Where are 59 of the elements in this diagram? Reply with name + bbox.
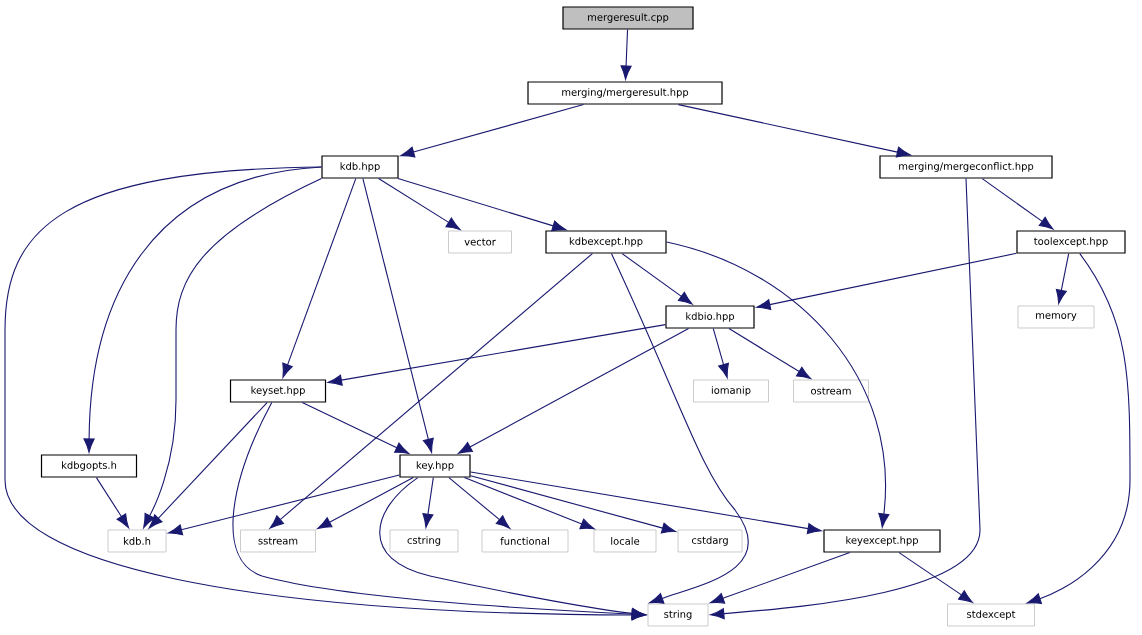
- file-box: memory: [1017, 305, 1095, 329]
- arrow: [621, 253, 693, 305]
- arrow: [269, 253, 593, 529]
- file-box: kdbio.hpp: [665, 305, 755, 329]
- file-box: iomanip: [693, 379, 769, 403]
- arrow: [728, 328, 811, 379]
- arrow: [470, 471, 822, 535]
- file-box: ostream: [793, 379, 869, 403]
- arrow: [677, 104, 911, 158]
- file-box: string: [647, 603, 709, 627]
- file-box: sstream: [240, 529, 316, 553]
- arrow: [463, 477, 595, 530]
- file-box: key.hpp: [399, 454, 471, 478]
- arrow: [666, 241, 890, 528]
- arrow: [379, 477, 646, 619]
- arrow: [362, 178, 434, 453]
- file-box: kdbexcept.hpp: [545, 230, 667, 254]
- file-box: locale: [593, 529, 657, 553]
- file-box: toolexcept.hpp: [1016, 230, 1126, 254]
- file-box: kdb.hpp: [321, 155, 399, 179]
- arrow: [981, 178, 1054, 230]
- file-box: kdbgopts.h: [40, 454, 138, 478]
- arrow: [301, 402, 410, 454]
- file-box: cstdarg: [677, 529, 743, 553]
- arrow: [148, 402, 268, 529]
- arrow: [397, 178, 567, 232]
- arrow: [470, 475, 676, 534]
- arrow: [282, 178, 357, 378]
- arrow: [168, 474, 400, 536]
- arrow: [95, 477, 130, 529]
- arrow: [422, 477, 434, 528]
- file-box: kdb.h: [107, 529, 167, 553]
- file-box: merging/mergeconflict.hpp: [879, 155, 1053, 179]
- arrow: [610, 253, 749, 604]
- arrow: [400, 104, 585, 158]
- arrow: [4, 166, 646, 621]
- arrow: [710, 178, 981, 620]
- file-box: keyexcept.hpp: [823, 529, 941, 553]
- arrow: [327, 324, 666, 386]
- arrow: [378, 178, 461, 230]
- file-box: keyset.hpp: [229, 379, 327, 403]
- arrow: [710, 552, 851, 604]
- arrow: [756, 252, 1017, 311]
- file-box: functional: [481, 529, 569, 553]
- file-box: cstring: [389, 529, 459, 553]
- arrow: [620, 29, 632, 80]
- arrow: [1055, 253, 1070, 304]
- arrow: [457, 328, 690, 454]
- arrow: [712, 328, 729, 378]
- arrow: [448, 477, 511, 529]
- file-box: merging/mergeresult.hpp: [527, 81, 723, 105]
- file-box: mergeresult.cpp: [562, 6, 694, 30]
- arrow: [143, 178, 322, 529]
- arrow: [898, 552, 973, 603]
- arrow: [1026, 253, 1131, 605]
- file-box: vector: [448, 230, 512, 254]
- arrow: [317, 477, 414, 530]
- file-box: stdexcept: [947, 603, 1035, 627]
- arrow: [83, 166, 322, 453]
